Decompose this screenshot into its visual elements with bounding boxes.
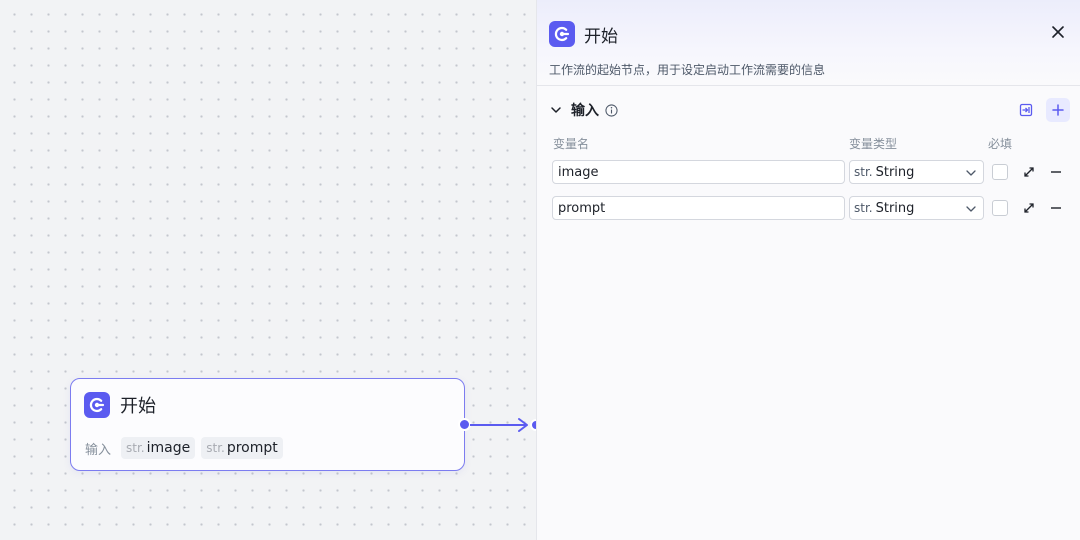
chevron-down-icon[interactable] [549,103,563,117]
param-name: image [146,440,191,456]
required-checkbox[interactable] [992,164,1008,180]
section-actions [1006,98,1070,122]
start-node-icon [549,21,575,47]
start-node-title: 开始 [120,396,156,417]
required-checkbox[interactable] [992,200,1008,216]
start-node[interactable]: 开始 输入 str. image str. prompt [70,378,465,471]
expand-icon[interactable] [1022,165,1036,179]
param-name: prompt [226,440,278,456]
input-section-title: 输入 [571,103,599,119]
column-header-type: 变量类型 [849,137,898,151]
panel-description: 工作流的起始节点，用于设定启动工作流需要的信息 [549,63,826,77]
variable-row: str. String [552,196,1068,220]
start-node-input-label: 输入 [85,442,112,458]
panel-title-row: 开始 [549,21,618,47]
chevron-down-icon [966,206,976,212]
variable-type-select[interactable]: str. String [849,196,984,220]
minus-icon[interactable] [1049,201,1063,215]
minus-icon[interactable] [1049,165,1063,179]
input-section-header: 输入 [549,98,1070,122]
node-settings-panel: 开始 工作流的起始节点，用于设定启动工作流需要的信息 输入 [536,0,1080,540]
type-prefix: str. [854,201,873,215]
start-node-inputs: 输入 str. image str. prompt [85,437,289,459]
connection-edge[interactable] [470,414,536,436]
variable-name-input[interactable] [552,160,845,184]
import-icon [1019,103,1033,117]
param-type: str. [126,441,145,455]
variable-row: str. String [552,160,1068,184]
import-button[interactable] [1014,98,1038,122]
chevron-down-icon [966,170,976,176]
panel-title[interactable]: 开始 [584,26,618,47]
param-pill-prompt: str. prompt [201,437,283,459]
column-header-name: 变量名 [553,137,590,151]
start-node-header: 开始 [84,392,156,418]
param-pill-image: str. image [121,437,196,459]
workflow-canvas[interactable]: 开始 输入 str. image str. prompt [0,0,536,540]
variable-name-input[interactable] [552,196,845,220]
type-value: String [875,164,915,180]
start-node-icon [84,392,110,418]
close-icon[interactable] [1050,24,1066,40]
info-icon[interactable] [605,103,618,117]
column-header-required: 必填 [988,137,1013,151]
variable-type-select[interactable]: str. String [849,160,984,184]
param-type: str. [206,441,225,455]
expand-icon[interactable] [1022,201,1036,215]
type-value: String [875,200,915,216]
add-variable-button[interactable] [1046,98,1070,122]
plus-icon [1052,104,1064,116]
panel-header: 开始 工作流的起始节点，用于设定启动工作流需要的信息 [537,0,1080,86]
type-prefix: str. [854,165,873,179]
